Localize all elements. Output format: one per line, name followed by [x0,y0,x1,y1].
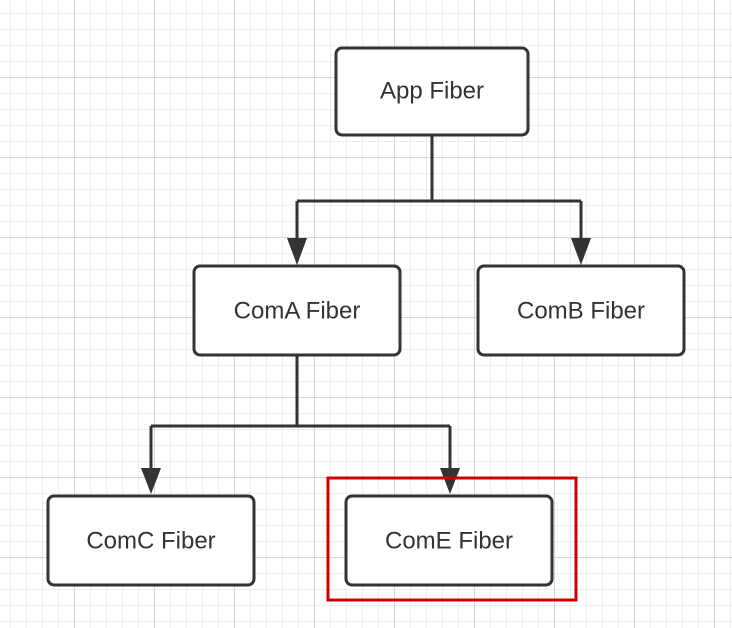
node-comb-fiber: ComB Fiber [476,264,686,357]
arrowhead-comc [141,468,161,494]
node-comc-fiber-box [46,494,256,587]
node-come-fiber-box [344,494,554,587]
node-comc-fiber: ComC Fiber [46,494,256,587]
node-coma-fiber-box [192,264,402,357]
node-comc-fiber-label: ComC Fiber [86,527,215,554]
arrowhead-come [440,468,460,494]
node-comb-fiber-label: ComB Fiber [517,297,645,324]
node-app-fiber: App Fiber [334,46,530,137]
highlight-frame-come [326,476,578,602]
node-come-fiber: ComE Fiber [344,494,554,587]
edge-app-to-children [287,135,591,265]
node-comb-fiber-box [476,264,686,357]
node-come-fiber-label: ComE Fiber [385,527,513,554]
arrowhead-comb [571,238,591,265]
edge-coma-to-children [141,355,460,494]
node-app-fiber-label: App Fiber [380,77,484,104]
arrowhead-coma [287,238,307,265]
node-app-fiber-box [334,46,530,137]
node-coma-fiber-label: ComA Fiber [234,297,361,324]
node-coma-fiber: ComA Fiber [192,264,402,357]
